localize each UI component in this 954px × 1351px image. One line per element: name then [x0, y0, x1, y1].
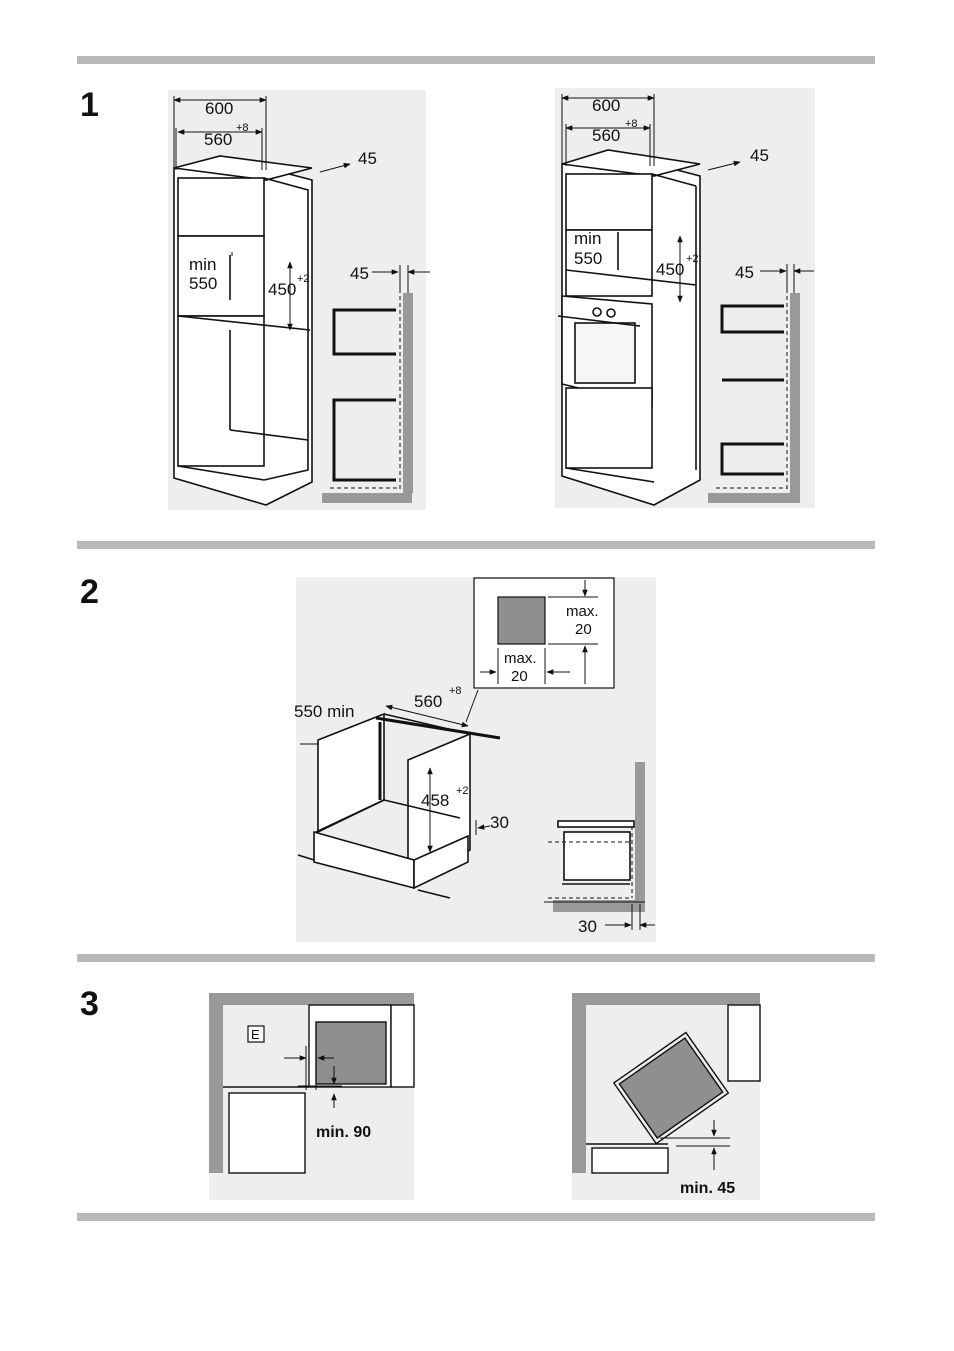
fig2-inset-max-label-horizontal: max.	[504, 650, 537, 667]
fig3-right-diagram: min. 45	[572, 993, 761, 1200]
separator-bar-2	[77, 541, 875, 549]
separator-bar-1	[77, 56, 875, 64]
fig1-right-width-outer: 600	[592, 96, 620, 115]
separator-bar-3	[77, 954, 875, 962]
fig3-marker-box	[247, 1025, 265, 1043]
fig3-right-appliance	[612, 1031, 730, 1145]
fig2-gap-right: 30	[490, 813, 509, 832]
fig1-left-width-outer: 600	[205, 99, 233, 118]
fig1-left-side-gap: 45	[350, 264, 369, 283]
fig1-left-width-inner: 560	[204, 130, 232, 149]
fig2-inset-max-value-vertical: 20	[575, 621, 592, 638]
section-number-2: 2	[80, 573, 99, 611]
fig2-height: 458	[421, 791, 449, 810]
fig1-left-depth: 45	[358, 149, 377, 168]
fig3-marker: E	[251, 1027, 260, 1042]
fig1-left-diagram: 600 560 +8 45 min 550 450 +2	[168, 90, 430, 510]
fig1-left-width-tolerance: +8	[236, 122, 249, 134]
fig1-right-height-tolerance: +2	[686, 253, 699, 265]
fig2-inset-max-value-horizontal: 20	[511, 668, 528, 685]
fig1-left-side-view: 45	[322, 264, 430, 503]
fig1-right-height: 450	[656, 260, 684, 279]
fig2-width-tolerance: +8	[449, 685, 462, 697]
fig1-left-min-label: min	[189, 255, 216, 274]
fig2-cabinet	[297, 712, 501, 899]
fig3-left-appliance	[315, 1021, 387, 1085]
fig2-side-view: 30	[544, 762, 655, 936]
section-number-3: 3	[80, 985, 99, 1023]
fig1-right-width-inner: 560	[592, 126, 620, 145]
fig2-side-gap: 30	[578, 917, 597, 936]
fig1-right-width-tolerance: +8	[625, 118, 638, 130]
fig2-inset: max. 20 max. 20	[465, 577, 615, 723]
fig2-diagram: max. 20 max. 20 550 min 5	[294, 577, 656, 942]
oven-appliance	[557, 295, 655, 483]
fig2-inset-max-label-vertical: max.	[566, 603, 599, 620]
fig3-right-clearance: min. 45	[680, 1180, 735, 1197]
fig1-right-diagram: 600 560 +8 45 min 550 450 +2	[555, 88, 815, 508]
fig1-left-min-value: 550	[189, 274, 217, 293]
fig1-right-side-view: 45	[708, 263, 814, 503]
separator-bar-4	[77, 1213, 875, 1221]
fig3-left-diagram: E min. 90	[209, 993, 415, 1200]
fig1-right-min-label: min	[574, 229, 601, 248]
fig1-right-side-gap: 45	[735, 263, 754, 282]
fig2-width: 560	[414, 692, 442, 711]
fig1-right-min-value: 550	[574, 249, 602, 268]
fig2-depth-min: 550 min	[294, 702, 354, 721]
fig1-left-height-tolerance: +2	[297, 273, 310, 285]
fig3-left-clearance: min. 90	[316, 1124, 371, 1141]
fig1-right-depth: 45	[750, 146, 769, 165]
fig1-left-height: 450	[268, 280, 296, 299]
section-number-1: 1	[80, 86, 99, 124]
fig2-height-tolerance: +2	[456, 785, 469, 797]
